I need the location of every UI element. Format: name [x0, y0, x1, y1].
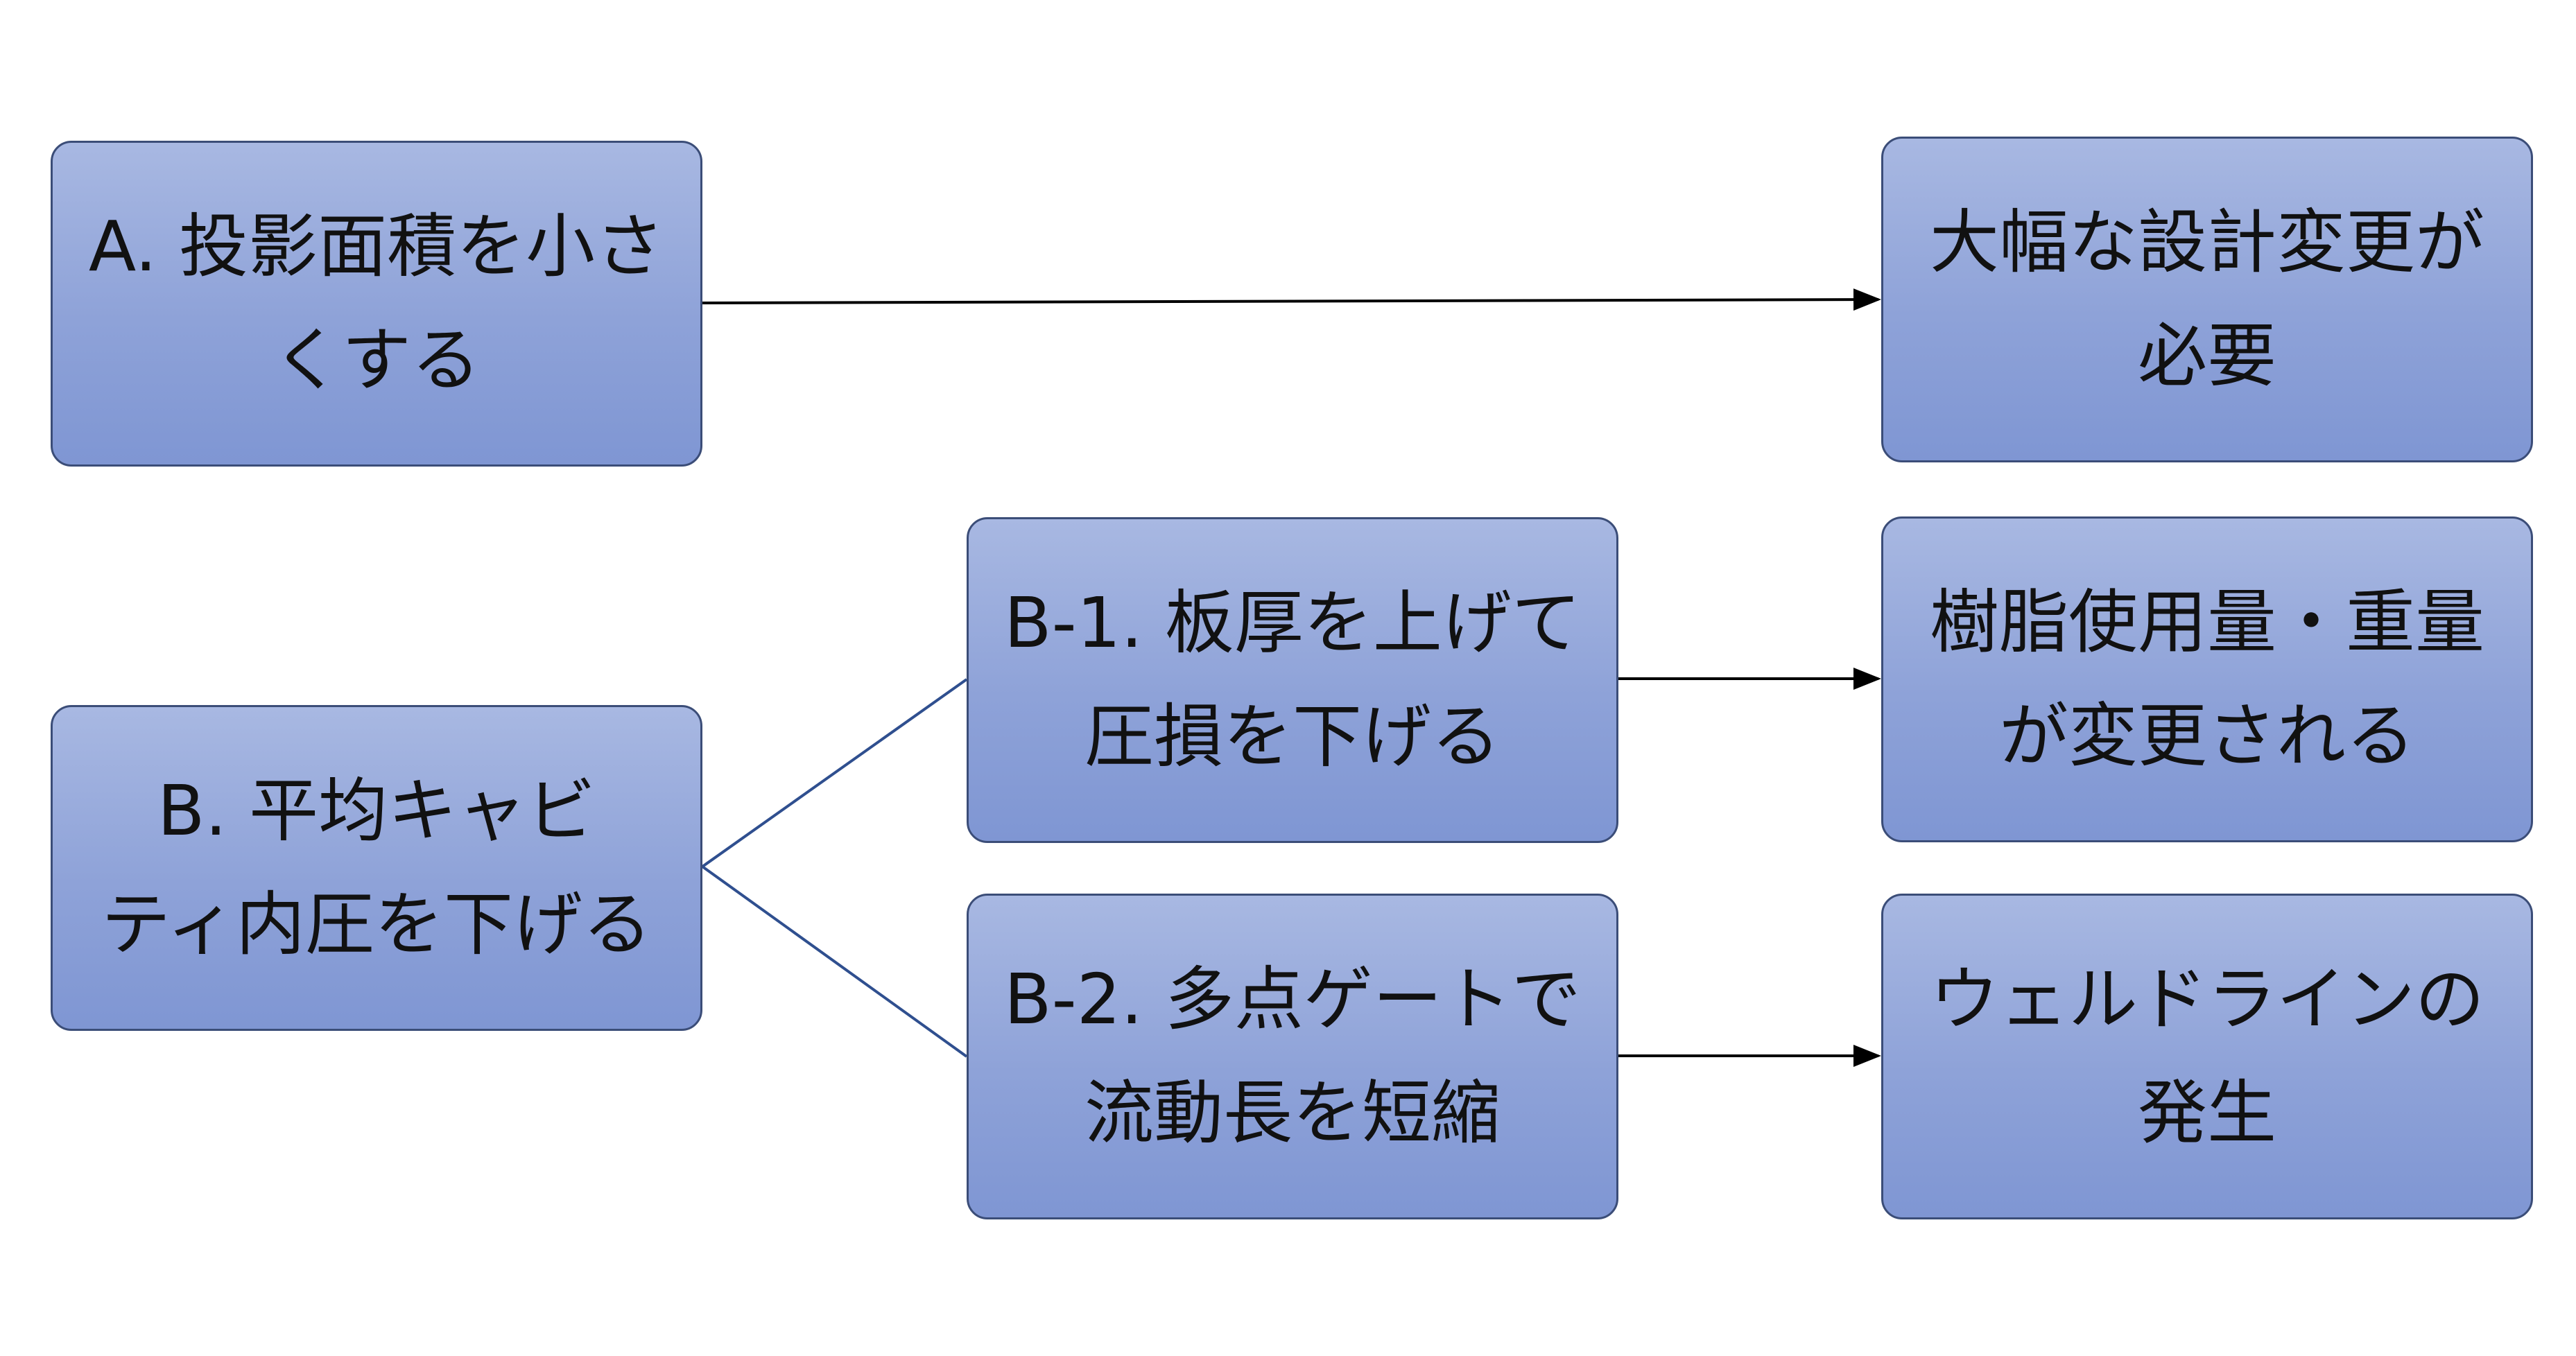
- node-b2-label: B-2. 多点ゲートで 流動長を短縮: [1004, 959, 1581, 1154]
- node-b1-label: B-1. 板厚を上げて 圧損を下げる: [1004, 582, 1581, 777]
- result-a-major-design-change: 大幅な設計変更が 必要: [1881, 137, 2533, 462]
- result-b2-label: ウェルドラインの 発生: [1930, 959, 2484, 1154]
- result-b1-weight-change: 樹脂使用量・重量 が変更される: [1881, 516, 2533, 842]
- node-b-lower-cavity-pressure: B. 平均キャビ ティ内圧を下げる: [51, 705, 702, 1031]
- result-a-label: 大幅な設計変更が 必要: [1930, 202, 2484, 397]
- node-b1-increase-thickness: B-1. 板厚を上げて 圧損を下げる: [967, 517, 1618, 843]
- branch-line-b-to-b1: [701, 678, 968, 868]
- result-b2-weld-line: ウェルドラインの 発生: [1881, 894, 2533, 1219]
- branch-line-b-to-b2: [701, 865, 968, 1058]
- arrow-a-to-ra: [702, 288, 1881, 311]
- result-b1-label: 樹脂使用量・重量 が変更される: [1930, 582, 2484, 776]
- node-a-reduce-projected-area: A. 投影面積を小さ くする: [51, 141, 702, 467]
- node-a-label: A. 投影面積を小さ くする: [88, 206, 665, 401]
- node-b2-multipoint-gate: B-2. 多点ゲートで 流動長を短縮: [967, 894, 1618, 1219]
- node-b-label: B. 平均キャビ ティ内圧を下げる: [101, 770, 652, 965]
